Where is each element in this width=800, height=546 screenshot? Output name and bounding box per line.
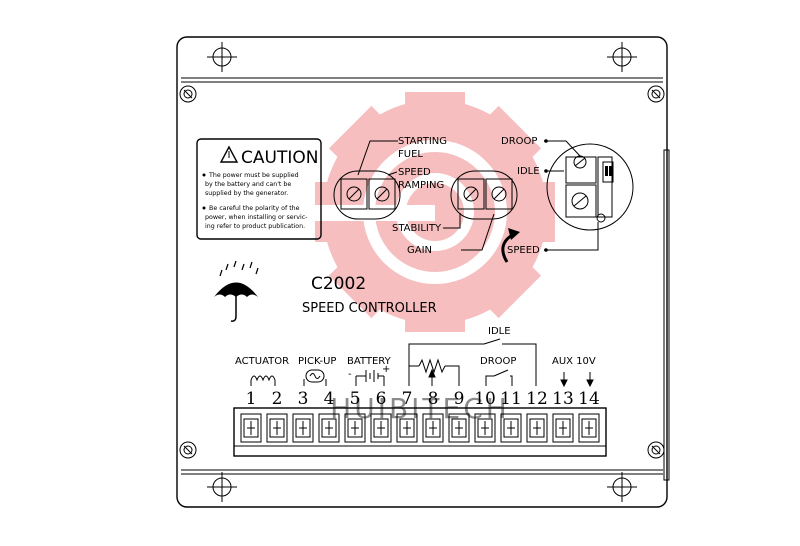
pot-round-right bbox=[546, 143, 634, 231]
gain-pot[interactable] bbox=[461, 213, 495, 251]
terminal-number: 14 bbox=[578, 389, 600, 409]
starting-fuel-pot[interactable] bbox=[357, 140, 398, 176]
terminal-screw[interactable] bbox=[344, 413, 366, 443]
terminal-number: 13 bbox=[552, 389, 574, 409]
terminal-numbers: 1 2 3 4 5 6 7 8 9 10 11 12 13 14 bbox=[246, 389, 600, 409]
terminal-number: 3 bbox=[298, 389, 309, 409]
coil-icon bbox=[250, 375, 276, 386]
terminal-number: 4 bbox=[324, 389, 335, 409]
actuator-label: ACTUATOR bbox=[235, 356, 289, 367]
caution-note-2-line-2: power, when installing or servic- bbox=[205, 214, 307, 221]
screw-icon bbox=[179, 85, 665, 459]
starting-fuel-label-2: FUEL bbox=[398, 149, 423, 160]
idle-switch-label: IDLE bbox=[488, 326, 511, 337]
stability-label: STABILITY bbox=[392, 223, 442, 234]
gear-logo-icon bbox=[285, 92, 555, 332]
caution-title: CAUTION bbox=[241, 148, 318, 168]
terminal-screw[interactable] bbox=[526, 413, 548, 443]
terminal-screw[interactable] bbox=[474, 413, 496, 443]
terminal-strip bbox=[233, 407, 607, 457]
speed-ramping-label-2: RAMPING bbox=[398, 180, 444, 191]
terminal-number: 8 bbox=[428, 389, 439, 409]
battery-label: BATTERY bbox=[347, 356, 392, 367]
terminal-number: 1 bbox=[246, 389, 257, 409]
terminal-screw[interactable] bbox=[552, 413, 574, 443]
watermark-text: HUIBITECH bbox=[330, 392, 510, 425]
model-code: C2002 bbox=[311, 274, 366, 294]
panel-outline bbox=[176, 36, 668, 508]
caution-note-2-line-3: ing refer to product publication. bbox=[205, 223, 305, 230]
starting-fuel-label-1: STARTING bbox=[398, 136, 447, 147]
mount-crosshair-icon bbox=[207, 42, 637, 502]
pot-pair-left bbox=[333, 170, 401, 220]
umbrella-rain-icon bbox=[214, 260, 259, 322]
caution-note-2-line-1: Be careful the polarity of the bbox=[209, 205, 300, 212]
terminal-number: 5 bbox=[350, 389, 361, 409]
terminal-screw[interactable] bbox=[370, 413, 392, 443]
pickup-label: PICK-UP bbox=[298, 356, 336, 367]
caution-note-1-line-2: by the battery and can't be bbox=[205, 181, 291, 188]
idle-adjust[interactable] bbox=[544, 169, 564, 173]
terminal-screw[interactable] bbox=[396, 413, 418, 443]
caution-note-1-line-1: The power must be supplied bbox=[208, 172, 299, 179]
battery-minus: - bbox=[348, 369, 352, 380]
terminal-screw[interactable] bbox=[500, 413, 522, 443]
terminal-screws bbox=[240, 413, 600, 443]
aux-label: AUX 10V bbox=[552, 356, 596, 367]
model-name: SPEED CONTROLLER bbox=[302, 301, 437, 316]
terminal-screw[interactable] bbox=[292, 413, 314, 443]
terminal-number: 10 bbox=[474, 389, 496, 409]
gain-label: GAIN bbox=[407, 245, 432, 256]
pickup-sensor-icon bbox=[303, 369, 327, 386]
speed-adjust-label: SPEED bbox=[507, 245, 540, 256]
rotate-arrow-icon bbox=[501, 228, 520, 263]
terminal-screw[interactable] bbox=[240, 413, 262, 443]
aux-arrows-icon bbox=[560, 372, 594, 388]
speed-ramping-label-1: SPEED bbox=[398, 167, 431, 178]
terminal-screw[interactable] bbox=[578, 413, 600, 443]
stability-pot[interactable] bbox=[443, 213, 461, 229]
terminal-number: 12 bbox=[526, 389, 548, 409]
terminal-screw[interactable] bbox=[266, 413, 288, 443]
terminal-number: 9 bbox=[454, 389, 465, 409]
droop-adjust[interactable] bbox=[544, 139, 581, 157]
caution-note-1-line-3: supplied by the generator. bbox=[205, 190, 288, 197]
potentiometer-icon bbox=[408, 338, 537, 386]
pot-pair-middle bbox=[450, 170, 518, 220]
terminal-number: 11 bbox=[500, 389, 522, 409]
droop-adjust-label: DROOP bbox=[501, 136, 537, 147]
warning-icon bbox=[219, 145, 239, 163]
idle-adjust-label: IDLE bbox=[517, 166, 540, 177]
battery-icon bbox=[355, 370, 385, 386]
terminal-screw[interactable] bbox=[448, 413, 470, 443]
terminal-number: 2 bbox=[272, 389, 283, 409]
terminal-screw[interactable] bbox=[318, 413, 340, 443]
speed-ramping-pot[interactable] bbox=[387, 171, 398, 176]
droop-switch-label: DROOP bbox=[480, 356, 516, 367]
battery-plus: + bbox=[382, 364, 390, 375]
terminal-number: 7 bbox=[402, 389, 413, 409]
caution-box bbox=[196, 138, 322, 240]
droop-switch-icon bbox=[485, 369, 513, 386]
terminal-number: 6 bbox=[376, 389, 387, 409]
speed-adjust[interactable] bbox=[544, 222, 599, 252]
terminal-screw[interactable] bbox=[422, 413, 444, 443]
